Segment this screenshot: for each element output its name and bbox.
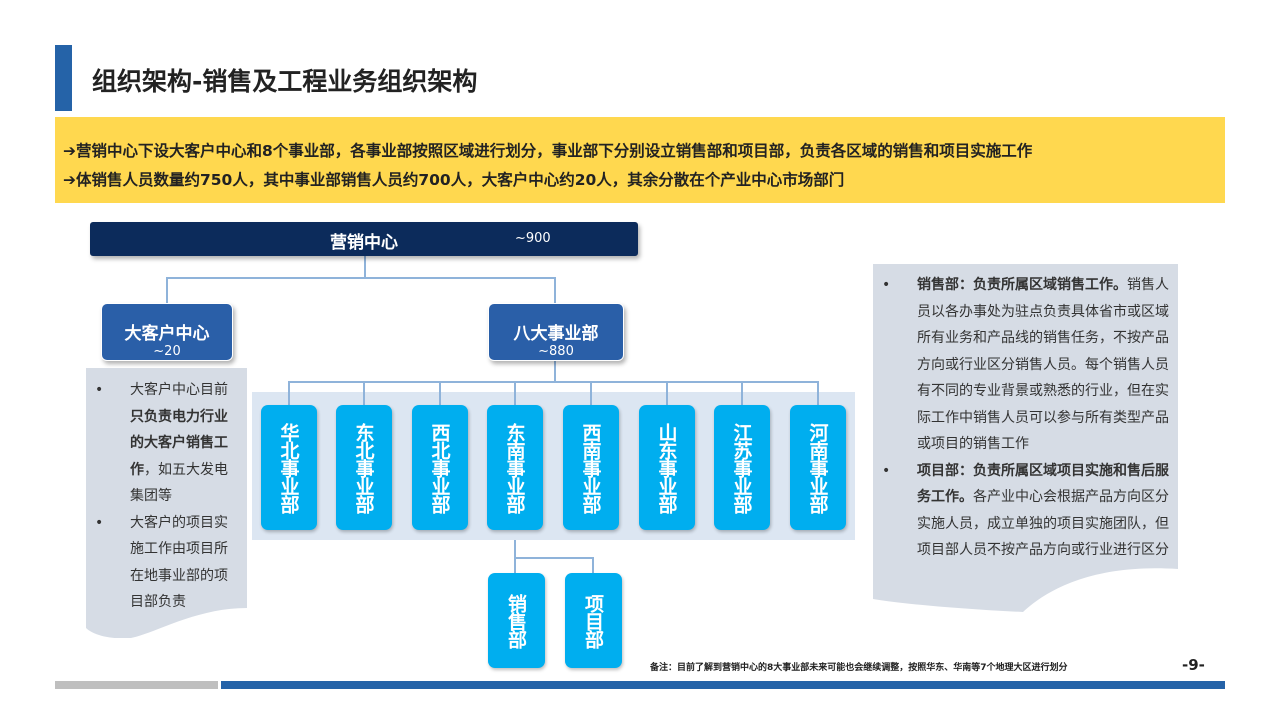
connector	[363, 381, 365, 405]
note-text: 销售人员以各办事处为驻点负责具体省市或区域所有业务和产品线的销售任务，不按产品方…	[917, 277, 1169, 452]
node-count: ~20	[153, 344, 181, 359]
node-name: 大客户中心	[124, 324, 210, 344]
node-count: ~900	[515, 231, 551, 246]
connector	[364, 256, 366, 278]
node-name: 八大事业部	[513, 324, 599, 344]
division-unit: 江苏事业部	[714, 405, 770, 530]
note-text: 大客户中心目前	[130, 382, 228, 398]
sales-project-notes-card: 销售部：负责所属区域销售工作。销售人员以各办事处为驻点负责具体省市或区域所有业务…	[873, 264, 1178, 612]
division-unit: 东北事业部	[336, 405, 392, 530]
org-root-marketing-center: 营销中心 ~900	[90, 222, 638, 256]
note-item: 项目部：负责所属区域项目实施和售后服务工作。各产业中心会根据产品方向区分实施人员…	[873, 458, 1172, 564]
note-bold: 销售部：负责所属区域销售工作。	[917, 277, 1127, 293]
connector	[289, 381, 819, 383]
note-text: ，如五大发电集团等	[130, 461, 228, 504]
highlight-line: ➔营销中心下设大客户中心和8个事业部，各事业部按照区域进行划分，事业部下分别设立…	[63, 142, 1033, 160]
connector	[590, 381, 592, 405]
highlight-band: ➔营销中心下设大客户中心和8个事业部，各事业部按照区域进行划分，事业部下分别设立…	[55, 117, 1225, 203]
note-text: 各产业中心会根据产品方向区分实施人员，成立单独的项目实施团队，但项目部人员不按产…	[917, 489, 1169, 558]
connector	[514, 557, 516, 574]
sub-unit-sales: 销售部	[488, 573, 545, 668]
division-unit: 河南事业部	[790, 405, 846, 530]
note-item: 大客户中心目前只负责电力行业的大客户销售工作，如五大发电集团等	[86, 377, 247, 510]
connector	[514, 381, 516, 405]
footnote: 备注：目前了解到营销中心的8大事业部未来可能也会继续调整，按照华东、华南等7个地…	[650, 663, 1068, 673]
division-unit: 西北事业部	[412, 405, 468, 530]
connector	[514, 540, 516, 558]
division-unit: 华北事业部	[261, 405, 317, 530]
connector	[817, 381, 819, 405]
note-item: 销售部：负责所属区域销售工作。销售人员以各办事处为驻点负责具体省市或区域所有业务…	[873, 272, 1172, 458]
connector	[166, 277, 556, 279]
note-text: 大客户的项目实施工作由项目所在地事业部的项目部负责	[130, 514, 228, 610]
division-unit: 东南事业部	[487, 405, 543, 530]
connector	[514, 557, 594, 559]
footer-bar-gray	[55, 681, 218, 689]
connector	[554, 277, 556, 304]
note-bold: 只负责电力行业的大客户销售工作	[130, 408, 228, 478]
division-unit: 西南事业部	[563, 405, 619, 530]
node-name: 营销中心	[330, 233, 398, 253]
title-accent-bar	[55, 45, 72, 111]
node-count: ~880	[538, 344, 574, 359]
connector	[288, 381, 290, 405]
org-node-key-account: 大客户中心 ~20	[101, 303, 233, 361]
note-bold: 项目部：负责所属区域项目实施和售后服务工作。	[917, 462, 1169, 505]
connector	[741, 381, 743, 405]
org-node-divisions: 八大事业部 ~880	[488, 303, 624, 361]
division-unit: 山东事业部	[639, 405, 695, 530]
highlight-line: ➔体销售人员数量约750人，其中事业部销售人员约700人，大客户中心约20人，其…	[63, 171, 845, 189]
connector	[666, 381, 668, 405]
connector	[554, 360, 556, 382]
sub-unit-project: 项目部	[565, 573, 622, 668]
connector	[439, 381, 441, 405]
footer-bar-blue	[221, 681, 1225, 689]
key-account-notes-card: 大客户中心目前只负责电力行业的大客户销售工作，如五大发电集团等 大客户的项目实施…	[86, 368, 247, 638]
note-item: 大客户的项目实施工作由项目所在地事业部的项目部负责	[86, 510, 247, 616]
connector	[592, 557, 594, 574]
page-number: -9-	[1182, 656, 1205, 674]
connector	[166, 277, 168, 304]
page-title: 组织架构-销售及工程业务组织架构	[92, 67, 478, 96]
